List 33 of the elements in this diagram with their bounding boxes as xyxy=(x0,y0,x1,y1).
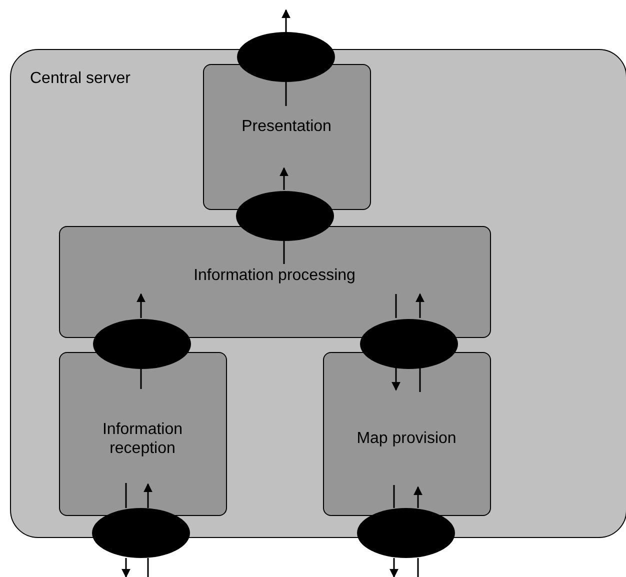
box-label: Map provision xyxy=(356,429,456,448)
box-label: Information processing xyxy=(192,266,356,285)
container-title: Central server xyxy=(30,69,130,88)
arrow xyxy=(122,558,130,577)
interface-ellipse xyxy=(236,191,334,241)
box-label: Presentation xyxy=(240,117,332,136)
arrow xyxy=(280,167,288,190)
arrow xyxy=(416,293,424,318)
connector-line xyxy=(395,294,397,318)
connector-line xyxy=(393,485,395,508)
connector-line xyxy=(147,558,149,577)
interface-ellipse xyxy=(92,508,190,558)
interface-ellipse xyxy=(93,319,191,369)
connector-line xyxy=(417,558,419,577)
arrow xyxy=(282,9,290,32)
connector-line xyxy=(283,240,285,264)
connector-line xyxy=(140,368,142,389)
arrow xyxy=(392,368,400,391)
arrow xyxy=(136,293,146,318)
arrow xyxy=(390,558,398,577)
box-label: Information reception xyxy=(101,420,184,458)
interface-ellipse xyxy=(357,508,455,558)
connector-line xyxy=(285,82,287,106)
arrow xyxy=(414,486,422,508)
arrow xyxy=(144,483,152,508)
interface-ellipse xyxy=(237,32,335,82)
module-box xyxy=(323,352,491,516)
connector-line xyxy=(125,483,127,508)
connector-line xyxy=(419,368,421,392)
server-container xyxy=(10,49,626,538)
interface-ellipse xyxy=(360,319,458,369)
module-box xyxy=(59,352,227,516)
module-box xyxy=(59,226,491,338)
